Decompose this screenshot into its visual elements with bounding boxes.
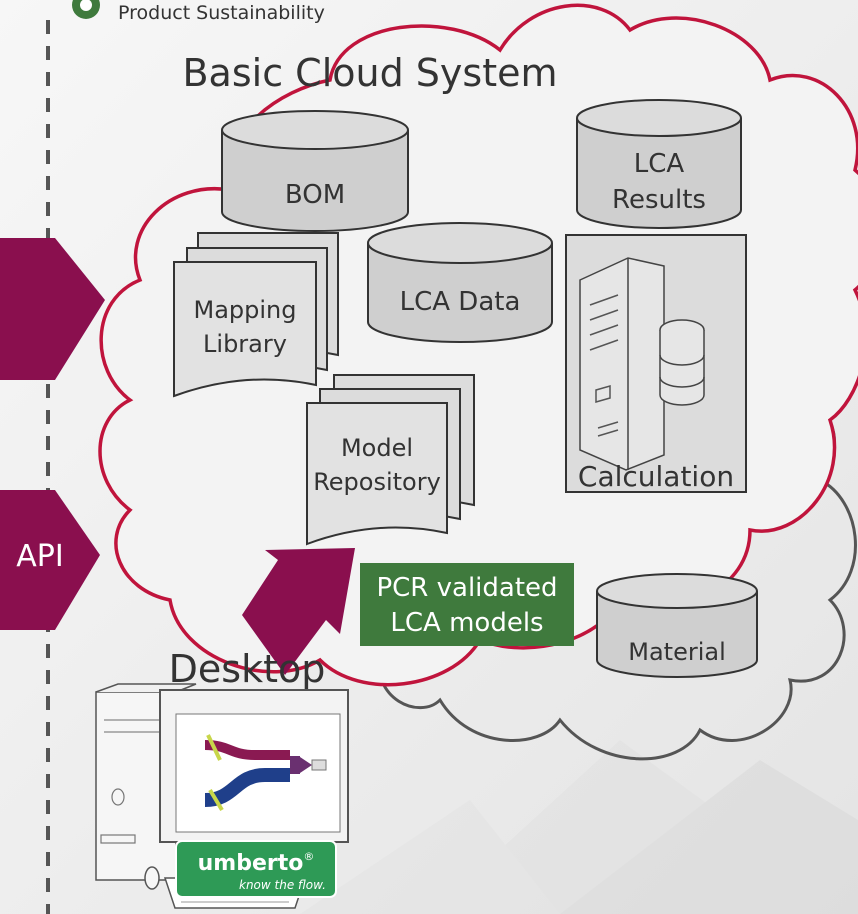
lca-data-label: LCA Data (400, 287, 521, 317)
calculation-label: Calculation (578, 460, 734, 493)
badge-label: Product Sustainability (118, 2, 325, 24)
lca-results-database-icon (576, 99, 742, 229)
pcr-label-line1: PCR validated (376, 573, 557, 603)
model-repository-document-icon (306, 374, 475, 546)
calculation-server-icon (565, 234, 747, 493)
model-repository-label-line1: Model (341, 434, 413, 462)
secondary-cloud (377, 398, 857, 761)
api-arrow (0, 490, 100, 630)
mapping-library-document-icon (173, 232, 339, 398)
umberto-brand: umberto® (198, 850, 315, 876)
lca-results-label-line2: Results (612, 185, 706, 215)
material-database-icon (596, 573, 758, 678)
lca-data-database-icon (367, 222, 553, 343)
desktop-arrow (242, 548, 355, 675)
background-pattern (300, 740, 858, 914)
mapping-library-label-line1: Mapping (194, 296, 297, 324)
api-label: API (16, 539, 63, 574)
lca-results-label-line1: LCA (634, 149, 685, 179)
pcr-validated-box (360, 563, 574, 646)
pcr-label-line2: LCA models (390, 608, 543, 638)
material-label: Material (628, 638, 726, 666)
bom-database-icon (221, 110, 409, 232)
product-sustainability-badge: Product Sustainability (72, 0, 325, 24)
cloud-title: Basic Cloud System (182, 51, 557, 95)
input-arrow-top (0, 238, 105, 380)
desktop-computer-icon (95, 683, 349, 909)
umberto-tagline: know the flow. (239, 878, 326, 892)
mapping-library-label-line2: Library (203, 330, 287, 358)
umberto-logo (175, 840, 337, 898)
model-repository-label-line2: Repository (313, 468, 441, 496)
bom-label: BOM (285, 180, 345, 210)
